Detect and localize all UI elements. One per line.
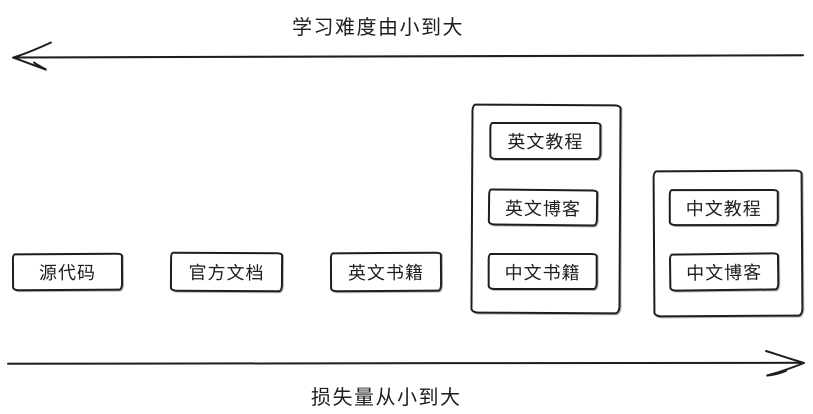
resource-group-english: 英文教程 英文博客 中文书籍	[470, 103, 622, 315]
node-label: 源代码	[38, 262, 97, 284]
node-chinese-tutorials: 中文教程	[668, 188, 779, 227]
node-label: 英文书籍	[347, 262, 425, 284]
node-label: 官方文档	[188, 262, 265, 284]
node-official-docs: 官方文档	[169, 251, 284, 293]
difficulty-arrow-left-icon	[12, 41, 804, 71]
node-label: 中文教程	[685, 198, 762, 219]
loss-axis-label: 损失量从小到大	[311, 387, 462, 409]
resource-group-chinese: 中文教程 中文博客	[652, 169, 804, 318]
node-english-books: 英文书籍	[329, 251, 443, 293]
node-label: 中文书籍	[504, 262, 581, 283]
loss-arrow-right-icon	[7, 350, 805, 377]
node-label: 英文教程	[507, 131, 584, 153]
difficulty-axis-label: 学习难度由小到大	[292, 17, 464, 39]
node-chinese-books: 中文书籍	[487, 252, 598, 291]
node-source-code: 源代码	[11, 252, 124, 292]
node-label: 英文博客	[504, 198, 582, 219]
node-english-blogs: 英文博客	[487, 188, 599, 227]
node-chinese-blogs: 中文博客	[668, 252, 780, 292]
node-label: 中文博客	[686, 262, 763, 284]
node-english-tutorials: 英文教程	[489, 121, 602, 161]
